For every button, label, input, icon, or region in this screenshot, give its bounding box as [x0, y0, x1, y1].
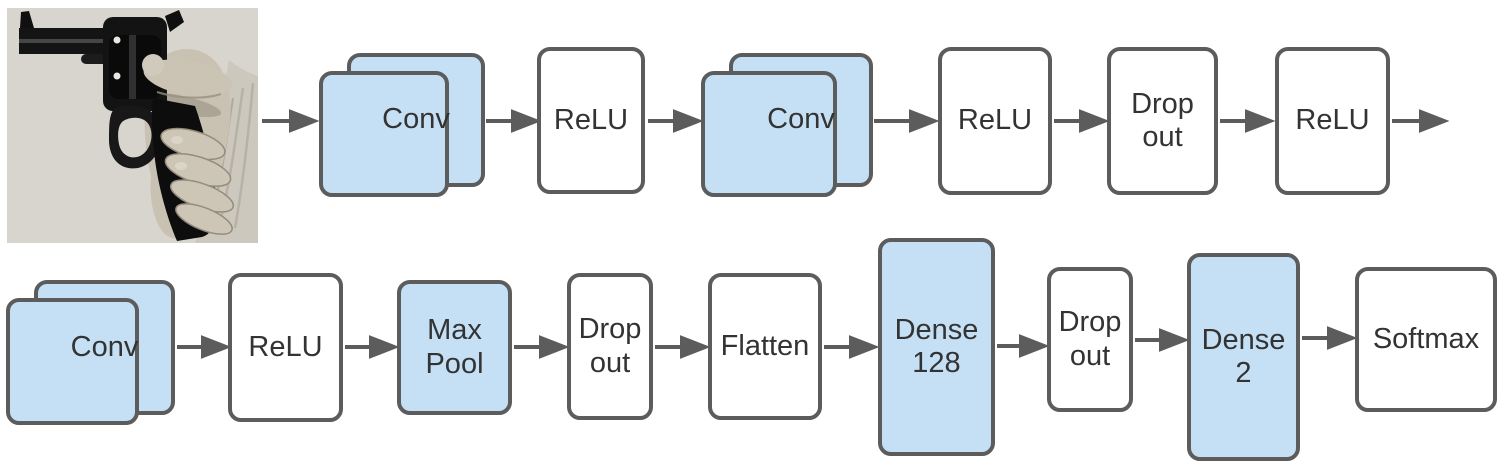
node-conv-2: Conv — [701, 53, 873, 197]
flow-arrow — [1302, 326, 1358, 350]
node-label: Flatten — [720, 329, 810, 362]
node-relu-1: ReLU — [537, 47, 645, 194]
node-dropout-2: Drop out — [567, 273, 653, 420]
node-label: Conv — [70, 330, 139, 363]
node-label: ReLU — [957, 104, 1033, 137]
node-softmax: Softmax — [1355, 267, 1497, 412]
node-dense-2: Dense 2 — [1187, 253, 1300, 461]
node-label: ReLU — [553, 103, 629, 136]
flow-arrow — [345, 335, 400, 359]
flow-arrow — [177, 335, 232, 359]
node-relu-4: ReLU — [228, 273, 343, 422]
node-label: ReLU — [1295, 104, 1370, 137]
flow-arrow — [262, 109, 320, 133]
flow-arrow — [997, 334, 1050, 358]
flow-arrow — [1220, 109, 1276, 133]
node-label: Drop out — [578, 313, 642, 379]
node-label: Max Pool — [425, 314, 484, 380]
node-relu-2: ReLU — [938, 47, 1052, 195]
node-flatten: Flatten — [708, 273, 822, 420]
node-label: Dense 128 — [894, 313, 979, 379]
flow-arrow — [486, 109, 542, 133]
flow-arrow — [1054, 109, 1110, 133]
flow-arrow — [1135, 328, 1190, 352]
node-label: Dense 2 — [1201, 323, 1286, 389]
flow-arrow — [655, 335, 711, 359]
fingers-illustration — [142, 54, 235, 235]
node-conv-1: Conv — [319, 53, 485, 197]
node-label: Conv — [382, 103, 450, 136]
flow-arrow — [648, 109, 704, 133]
node-label: Softmax — [1372, 322, 1480, 355]
node-relu-3: ReLU — [1275, 47, 1390, 195]
node-label: Drop out — [1058, 306, 1122, 372]
input-image-revolver-photo — [7, 8, 258, 243]
revolver-photo-svg — [7, 8, 258, 243]
flow-arrow — [874, 109, 940, 133]
node-dropout-1: Drop out — [1107, 47, 1218, 195]
node-label: ReLU — [248, 330, 323, 363]
node-label: Drop out — [1131, 87, 1194, 153]
flow-arrow — [1392, 109, 1450, 133]
node-label: Conv — [767, 103, 835, 136]
flow-arrow — [824, 335, 880, 359]
node-maxpool: Max Pool — [397, 280, 512, 415]
node-dense-128: Dense 128 — [878, 238, 995, 456]
flow-arrow — [514, 335, 570, 359]
node-conv-3: Conv — [6, 280, 175, 425]
node-dropout-3: Drop out — [1047, 267, 1133, 412]
